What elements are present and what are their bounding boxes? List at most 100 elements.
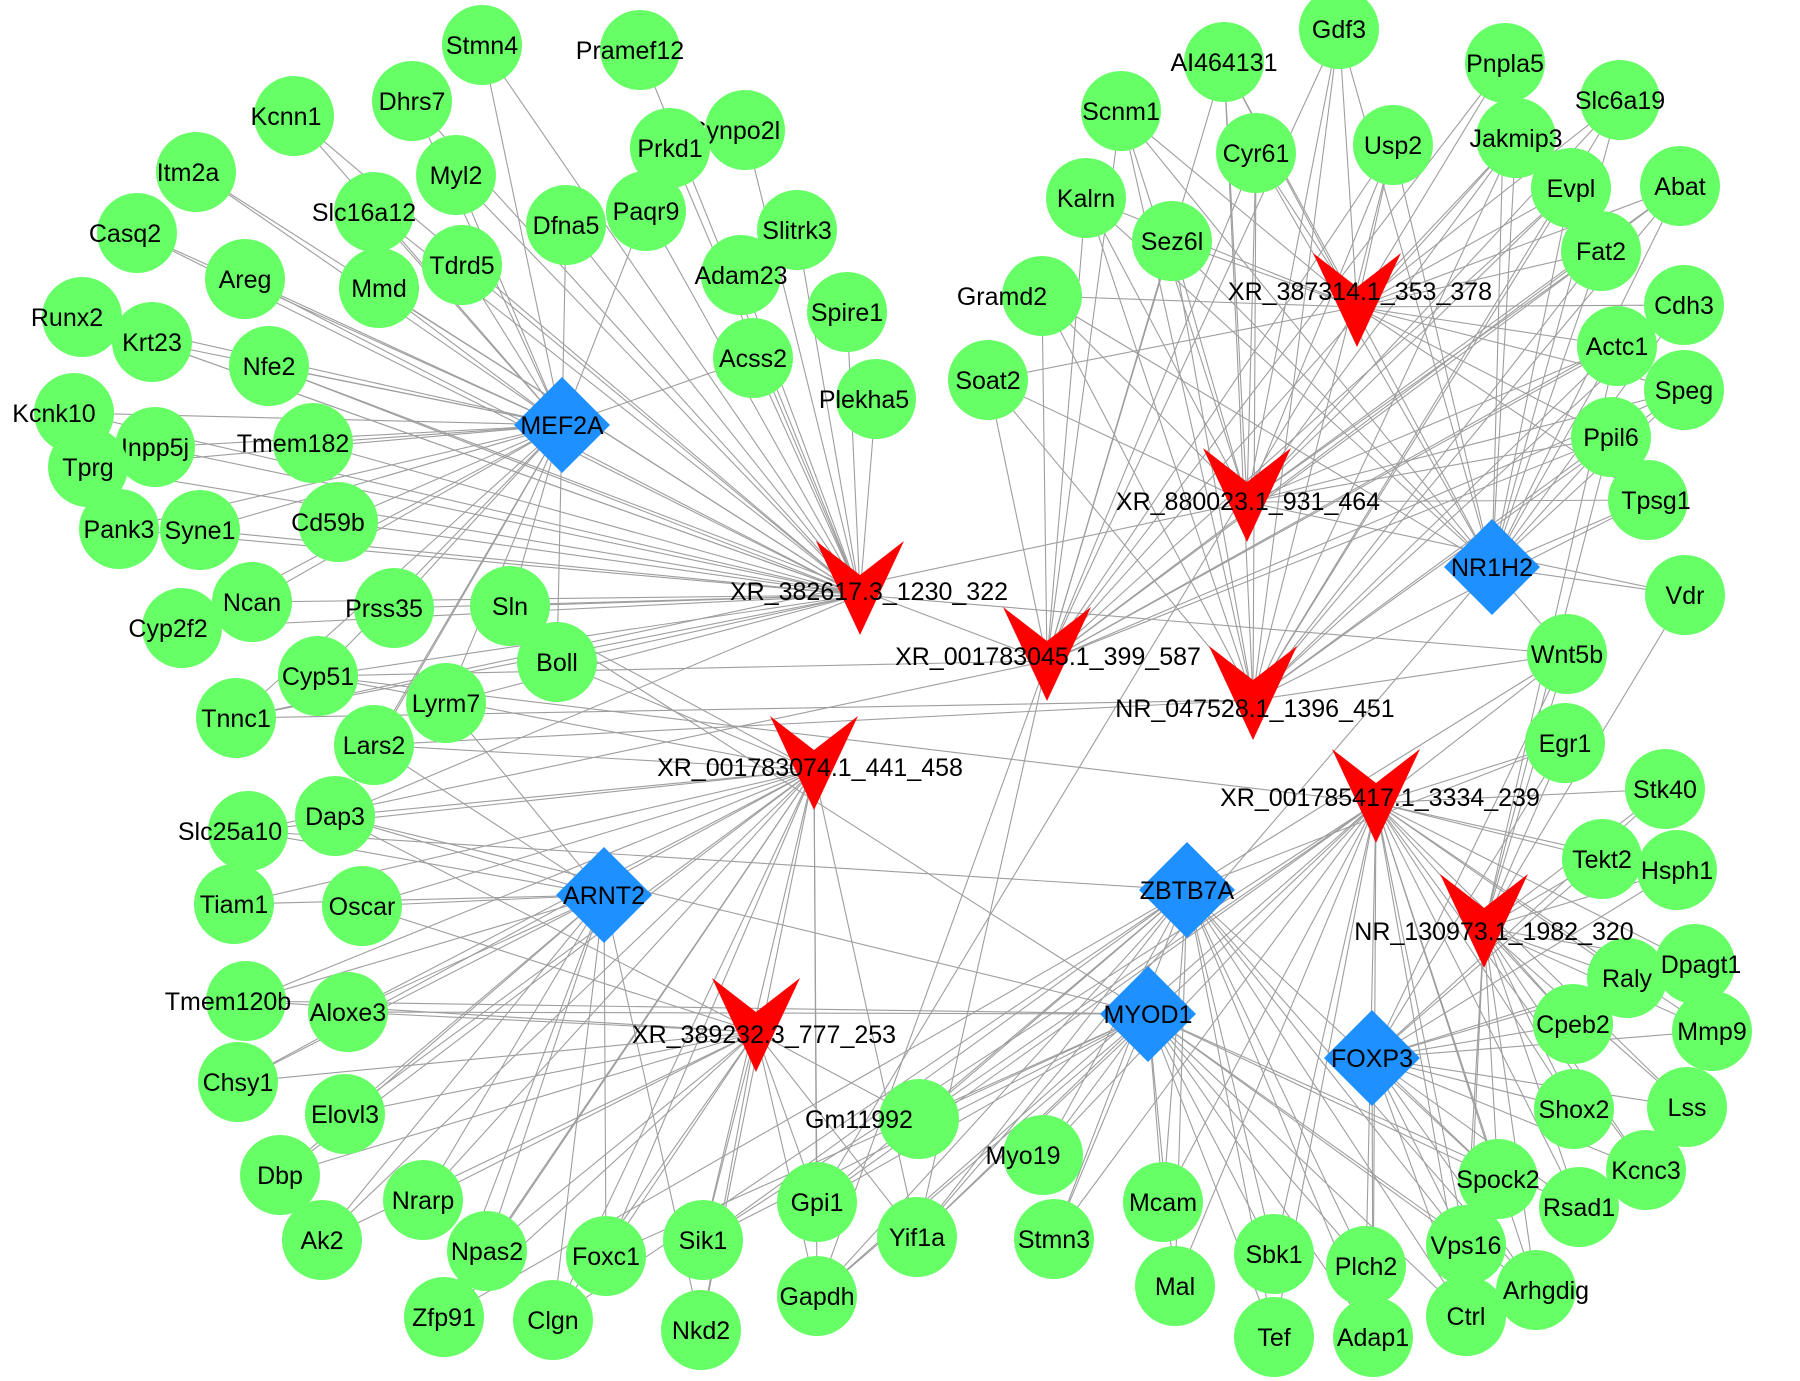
gene-node-myo19[interactable]: Myo19 <box>985 1115 1083 1195</box>
gene-node-dbp[interactable]: Dbp <box>240 1135 320 1215</box>
gene-node-tprg[interactable]: Tprg <box>48 427 128 507</box>
gene-node-tdrd5[interactable]: Tdrd5 <box>422 225 502 305</box>
gene-node-syne1[interactable]: Syne1 <box>160 490 240 570</box>
gene-node-dhrs7[interactable]: Dhrs7 <box>372 61 452 141</box>
gene-node-spire1[interactable]: Spire1 <box>807 272 887 352</box>
gene-node-nrarp[interactable]: Nrarp <box>383 1160 463 1240</box>
lncrna-node-nr-130973-1-1982-320[interactable]: NR_130973.1_1982_320 <box>1354 874 1634 968</box>
gene-node-ctrl[interactable]: Ctrl <box>1426 1276 1506 1356</box>
gene-node-prkd1[interactable]: Prkd1 <box>630 108 710 188</box>
gene-node-shox2[interactable]: Shox2 <box>1534 1069 1614 1149</box>
gene-node-cyp2f2[interactable]: Cyp2f2 <box>128 588 222 668</box>
gene-node-aloxe3[interactable]: Aloxe3 <box>308 972 388 1052</box>
gene-node-actc1[interactable]: Actc1 <box>1577 306 1657 386</box>
gene-node-npas2[interactable]: Npas2 <box>447 1211 527 1291</box>
gene-node-tiam1[interactable]: Tiam1 <box>194 864 274 944</box>
gene-node-nfe2[interactable]: Nfe2 <box>229 326 309 406</box>
gene-node-slc16a12[interactable]: Slc16a12 <box>312 172 416 252</box>
gene-node-slc25a10[interactable]: Slc25a10 <box>178 791 288 871</box>
gene-node-tpsg1[interactable]: Tpsg1 <box>1608 460 1691 540</box>
gene-node-usp2[interactable]: Usp2 <box>1353 105 1433 185</box>
gene-node-stmn3[interactable]: Stmn3 <box>1014 1199 1094 1279</box>
lncrna-node-xr-001785417-1-3334-239[interactable]: XR_001785417.1_3334_239 <box>1220 749 1540 843</box>
gene-node-kcnn1[interactable]: Kcnn1 <box>251 76 334 156</box>
gene-node-cpeb2[interactable]: Cpeb2 <box>1533 984 1613 1064</box>
tf-node-myod1[interactable]: MYOD1 <box>1100 966 1196 1062</box>
gene-node-paqr9[interactable]: Paqr9 <box>606 171 686 251</box>
gene-node-tekt2[interactable]: Tekt2 <box>1562 819 1642 899</box>
tf-node-foxp3[interactable]: FOXP3 <box>1324 1010 1420 1106</box>
gene-node-sez6l[interactable]: Sez6l <box>1132 201 1212 281</box>
gene-node-sik1[interactable]: Sik1 <box>663 1200 743 1280</box>
gene-node-ncan[interactable]: Ncan <box>212 562 292 642</box>
lncrna-node-xr-880023-1-931-464[interactable]: XR_880023.1_931_464 <box>1116 448 1380 542</box>
gene-node-plekha5[interactable]: Plekha5 <box>819 359 916 439</box>
gene-node-lss[interactable]: Lss <box>1647 1067 1727 1147</box>
gene-node-gm11992[interactable]: Gm11992 <box>805 1079 959 1159</box>
gene-node-pank3[interactable]: Pank3 <box>79 489 159 569</box>
gene-node-spock2[interactable]: Spock2 <box>1456 1139 1540 1219</box>
gene-node-areg[interactable]: Areg <box>205 239 285 319</box>
gene-node-ak2[interactable]: Ak2 <box>282 1200 362 1280</box>
gene-node-slitrk3[interactable]: Slitrk3 <box>757 190 837 270</box>
gene-node-oscar[interactable]: Oscar <box>322 866 402 946</box>
gene-node-egr1[interactable]: Egr1 <box>1525 703 1605 783</box>
gene-node-acss2[interactable]: Acss2 <box>713 318 793 398</box>
gene-node-gramd2[interactable]: Gramd2 <box>957 256 1082 336</box>
gene-node-dfna5[interactable]: Dfna5 <box>526 185 606 265</box>
tf-node-arnt2[interactable]: ARNT2 <box>556 847 652 943</box>
gene-node-casq2[interactable]: Casq2 <box>89 193 177 273</box>
gene-node-speg[interactable]: Speg <box>1644 350 1724 430</box>
gene-node-raly[interactable]: Raly <box>1587 938 1667 1018</box>
lncrna-node-xr-387314-1-353-378[interactable]: XR_387314.1_353_378 <box>1228 253 1492 347</box>
gene-node-fat2[interactable]: Fat2 <box>1561 211 1641 291</box>
gene-node-inpp5j[interactable]: Inpp5j <box>115 407 195 487</box>
gene-node-ppil6[interactable]: Ppil6 <box>1571 397 1651 477</box>
gene-node-chsy1[interactable]: Chsy1 <box>198 1042 278 1122</box>
gene-node-tmem182[interactable]: Tmem182 <box>237 403 353 483</box>
gene-node-prss35[interactable]: Prss35 <box>345 568 434 648</box>
gene-node-gapdh[interactable]: Gapdh <box>777 1256 857 1336</box>
lncrna-node-xr-001783045-1-399-587[interactable]: XR_001783045.1_399_587 <box>895 607 1201 701</box>
gene-node-cyp51[interactable]: Cyp51 <box>278 636 358 716</box>
gene-node-elovl3[interactable]: Elovl3 <box>305 1074 385 1154</box>
gene-node-abat[interactable]: Abat <box>1640 146 1720 226</box>
lncrna-node-xr-001783074-1-441-458[interactable]: XR_001783074.1_441_458 <box>657 716 963 810</box>
gene-node-plch2[interactable]: Plch2 <box>1326 1226 1406 1306</box>
gene-node-zfp91[interactable]: Zfp91 <box>404 1277 484 1357</box>
gene-node-rsad1[interactable]: Rsad1 <box>1539 1167 1619 1247</box>
gene-node-cyr61[interactable]: Cyr61 <box>1216 113 1296 193</box>
gene-node-cd59b[interactable]: Cd59b <box>291 482 378 562</box>
gene-node-lyrm7[interactable]: Lyrm7 <box>406 663 486 743</box>
gene-node-boll[interactable]: Boll <box>517 622 597 702</box>
gene-node-lars2[interactable]: Lars2 <box>334 705 414 785</box>
gene-node-mmd[interactable]: Mmd <box>339 248 419 328</box>
gene-node-stmn4[interactable]: Stmn4 <box>442 5 522 85</box>
gene-node-pnpla5[interactable]: Pnpla5 <box>1465 23 1545 103</box>
gene-node-arhgdig[interactable]: Arhgdig <box>1496 1250 1589 1330</box>
lncrna-node-nr-047528-1-1396-451[interactable]: NR_047528.1_1396_451 <box>1115 646 1395 740</box>
gene-node-scnm1[interactable]: Scnm1 <box>1081 71 1161 151</box>
gene-node-mmp9[interactable]: Mmp9 <box>1672 991 1752 1071</box>
gene-node-vdr[interactable]: Vdr <box>1645 555 1725 635</box>
gene-node-soat2[interactable]: Soat2 <box>948 340 1028 420</box>
gene-node-sln[interactable]: Sln <box>470 566 550 646</box>
lncrna-node-xr-382617-3-1230-322[interactable]: XR_382617.3_1230_322 <box>730 541 1008 635</box>
gene-node-vps16[interactable]: Vps16 <box>1426 1205 1506 1285</box>
lncrna-node-xr-389232-3-777-253[interactable]: XR_389232.3_777_253 <box>632 978 896 1072</box>
gene-node-runx2[interactable]: Runx2 <box>31 277 122 357</box>
gene-node-jakmip3[interactable]: Jakmip3 <box>1469 98 1563 178</box>
gene-node-kcnc3[interactable]: Kcnc3 <box>1606 1130 1686 1210</box>
gene-node-evpl[interactable]: Evpl <box>1531 148 1611 228</box>
gene-node-yif1a[interactable]: Yif1a <box>877 1197 957 1277</box>
gene-node-adam23[interactable]: Adam23 <box>694 235 788 315</box>
gene-node-tnnc1[interactable]: Tnnc1 <box>196 678 276 758</box>
gene-node-slc6a19[interactable]: Slc6a19 <box>1575 60 1665 140</box>
gene-node-kalrn[interactable]: Kalrn <box>1046 158 1126 238</box>
gene-node-krt23[interactable]: Krt23 <box>112 302 192 382</box>
gene-node-dap3[interactable]: Dap3 <box>295 776 375 856</box>
gene-node-nkd2[interactable]: Nkd2 <box>661 1290 741 1370</box>
gene-node-mal[interactable]: Mal <box>1135 1246 1215 1326</box>
tf-node-zbtb7a[interactable]: ZBTB7A <box>1139 842 1235 938</box>
gene-node-stk40[interactable]: Stk40 <box>1625 749 1705 829</box>
